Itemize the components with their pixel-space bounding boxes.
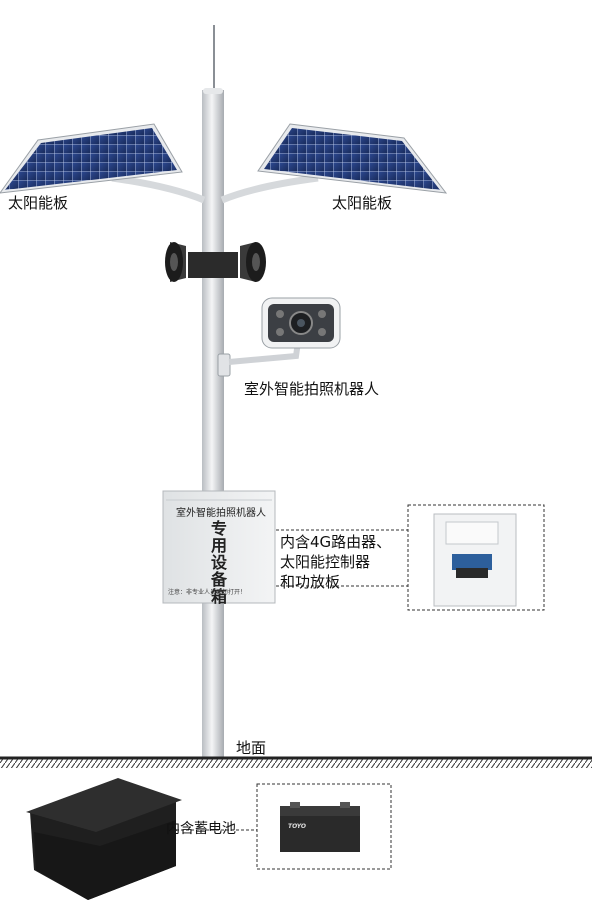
battery-inset	[256, 783, 392, 870]
box-contents-line-1: 内含4G路由器、	[280, 533, 392, 551]
equipment-box-note: 注意：非专业人员请勿打开！	[168, 589, 247, 596]
solar-panel-right-label: 太阳能板	[332, 194, 393, 212]
pole	[202, 90, 224, 758]
solar-panel-right	[257, 123, 448, 194]
equipment-box-main-text: 专用设备箱	[210, 519, 227, 606]
left-panel-arm	[111, 174, 206, 204]
battery-label: 内含蓄电池	[166, 821, 236, 837]
ground-label: 地面	[236, 739, 267, 757]
box-contents-line-2: 太阳能控制器	[280, 553, 371, 571]
solar-panel-left-label: 太阳能板	[8, 194, 69, 212]
battery-enclosure	[26, 778, 182, 900]
equipment-box	[162, 490, 276, 604]
ground-line	[0, 756, 592, 768]
pole-top	[203, 88, 223, 94]
battery-brand-text: TOYO	[288, 823, 306, 830]
solar-panel-left	[0, 123, 183, 194]
camera	[261, 297, 341, 349]
equipment-box-title: 室外智能拍照机器人	[176, 508, 266, 519]
box-contents-line-3: 和功放板	[280, 573, 341, 591]
router-inset	[407, 504, 545, 611]
camera-robot-label: 室外智能拍照机器人	[244, 380, 380, 398]
horn-speakers	[165, 242, 266, 282]
box-contents-label: 内含4G路由器、 太阳能控制器 和功放板	[280, 532, 391, 592]
leader-lines	[166, 529, 410, 831]
right-panel-arm	[220, 174, 319, 204]
